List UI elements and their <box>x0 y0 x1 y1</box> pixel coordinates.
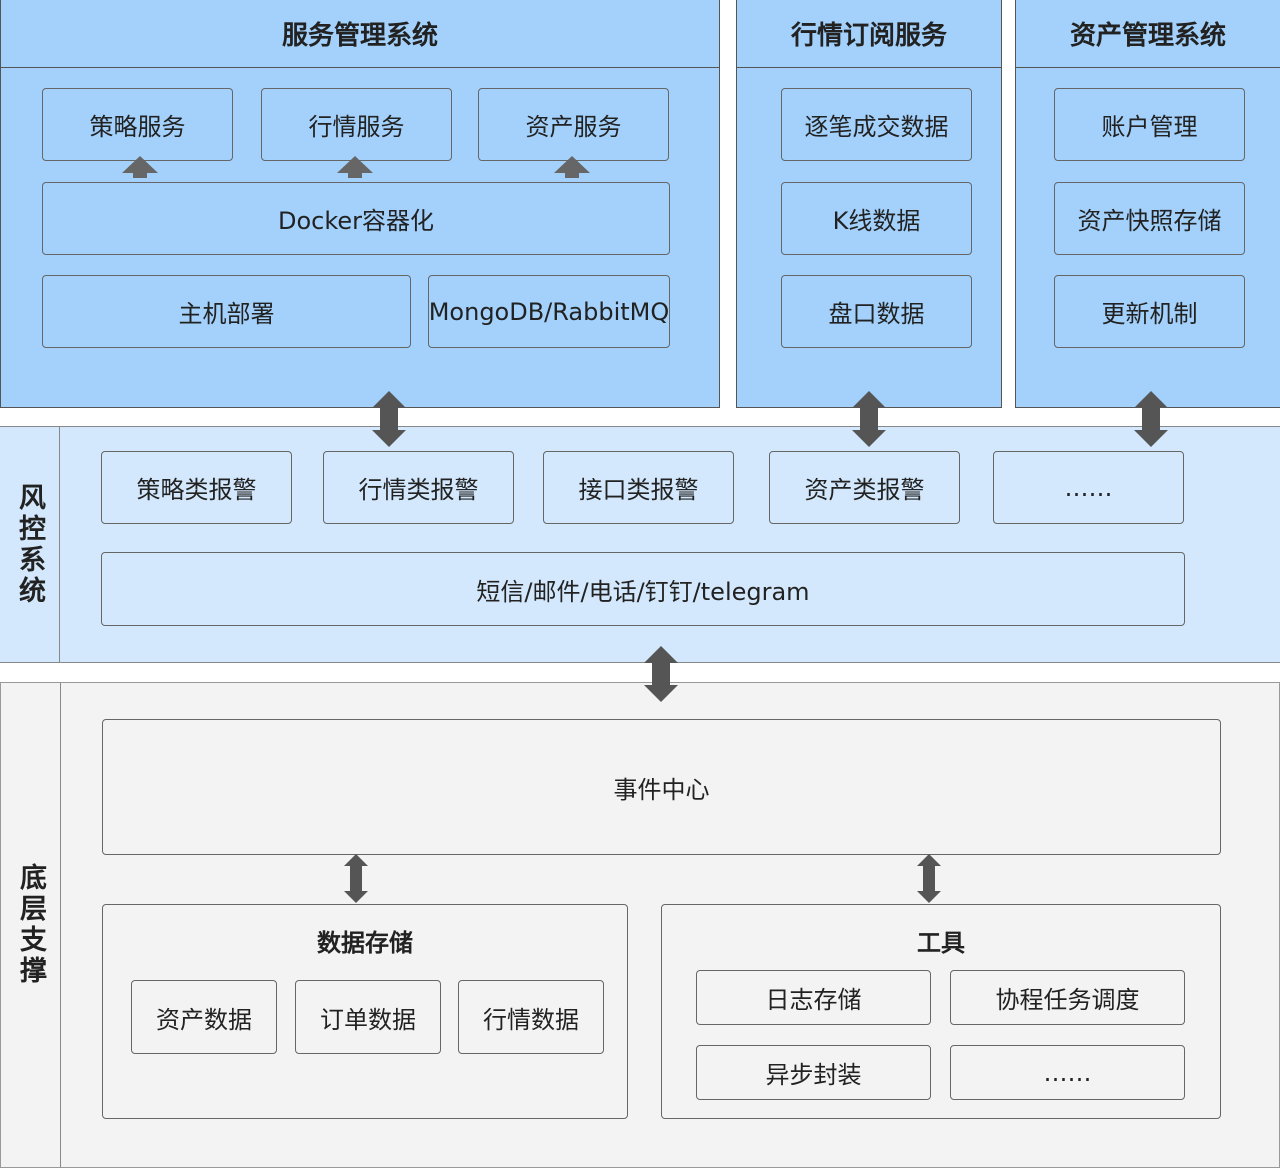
data-storage-group: 数据存储 资产数据 订单数据 行情数据 <box>102 904 628 1119</box>
base-support-label: 底层支撑 <box>1 683 61 1167</box>
more-tools-box: …… <box>950 1045 1185 1100</box>
up-arrow-strategy <box>122 156 158 178</box>
async-wrapper-box: 异步封装 <box>696 1045 931 1100</box>
asset-data-box: 资产数据 <box>131 980 277 1054</box>
asset-service-box: 资产服务 <box>478 88 669 161</box>
tools-title: 工具 <box>917 929 965 957</box>
base-support-band: 底层支撑 事件中心 数据存储 资产数据 订单数据 行情数据 工具 日志存储 协程… <box>0 682 1280 1168</box>
double-arrow-event-tools <box>917 854 941 903</box>
double-arrow-risk-base <box>644 646 678 702</box>
risk-control-band: 风控系统 策略类报警 行情类报警 接口类报警 资产类报警 …… 短信/邮件/电话… <box>0 426 1280 663</box>
asset-mgmt-title: 资产管理系统 <box>1016 0 1280 68</box>
market-sub-title: 行情订阅服务 <box>737 0 1001 68</box>
market-sub-panel: 行情订阅服务 逐笔成交数据 K线数据 盘口数据 <box>736 0 1002 408</box>
data-storage-title: 数据存储 <box>317 929 413 957</box>
asset-alert-box: 资产类报警 <box>769 451 960 524</box>
tick-data-box: 逐笔成交数据 <box>781 88 972 161</box>
service-mgmt-panel: 服务管理系统 策略服务 行情服务 资产服务 Docker容器化 主机部署 Mon… <box>0 0 720 408</box>
kline-data-box: K线数据 <box>781 182 972 255</box>
tools-group: 工具 日志存储 协程任务调度 异步封装 …… <box>661 904 1221 1119</box>
strategy-alert-box: 策略类报警 <box>101 451 292 524</box>
update-mechanism-box: 更新机制 <box>1054 275 1245 348</box>
orderbook-data-box: 盘口数据 <box>781 275 972 348</box>
host-deploy-box: 主机部署 <box>42 275 411 348</box>
coroutine-scheduling-box: 协程任务调度 <box>950 970 1185 1025</box>
base-support-label-text: 底层支撑 <box>15 863 46 987</box>
double-arrows <box>344 391 1168 903</box>
double-arrow-service-risk <box>372 391 406 447</box>
double-arrow-asset-risk <box>1134 391 1168 447</box>
market-alert-box: 行情类报警 <box>323 451 514 524</box>
double-arrow-market-risk <box>852 391 886 447</box>
double-arrow-event-storage <box>344 854 368 903</box>
up-arrow-market <box>337 156 373 178</box>
market-service-box: 行情服务 <box>261 88 452 161</box>
service-mgmt-title: 服务管理系统 <box>1 0 719 68</box>
up-arrows-service <box>122 156 590 178</box>
asset-mgmt-panel: 资产管理系统 账户管理 资产快照存储 更新机制 <box>1015 0 1280 408</box>
interface-alert-box: 接口类报警 <box>543 451 734 524</box>
order-data-box: 订单数据 <box>295 980 441 1054</box>
risk-control-label-text: 风控系统 <box>14 482 45 607</box>
risk-control-label: 风控系统 <box>0 427 60 662</box>
asset-snapshot-box: 资产快照存储 <box>1054 182 1245 255</box>
event-center-box: 事件中心 <box>102 719 1221 855</box>
more-alerts-box: …… <box>993 451 1184 524</box>
notify-channels-box: 短信/邮件/电话/钉钉/telegram <box>101 552 1185 626</box>
docker-box: Docker容器化 <box>42 182 670 255</box>
mongodb-rabbitmq-box: MongoDB/RabbitMQ <box>428 275 670 348</box>
log-storage-box: 日志存储 <box>696 970 931 1025</box>
market-data-box: 行情数据 <box>458 980 604 1054</box>
up-arrow-asset <box>554 156 590 178</box>
account-mgmt-box: 账户管理 <box>1054 88 1245 161</box>
